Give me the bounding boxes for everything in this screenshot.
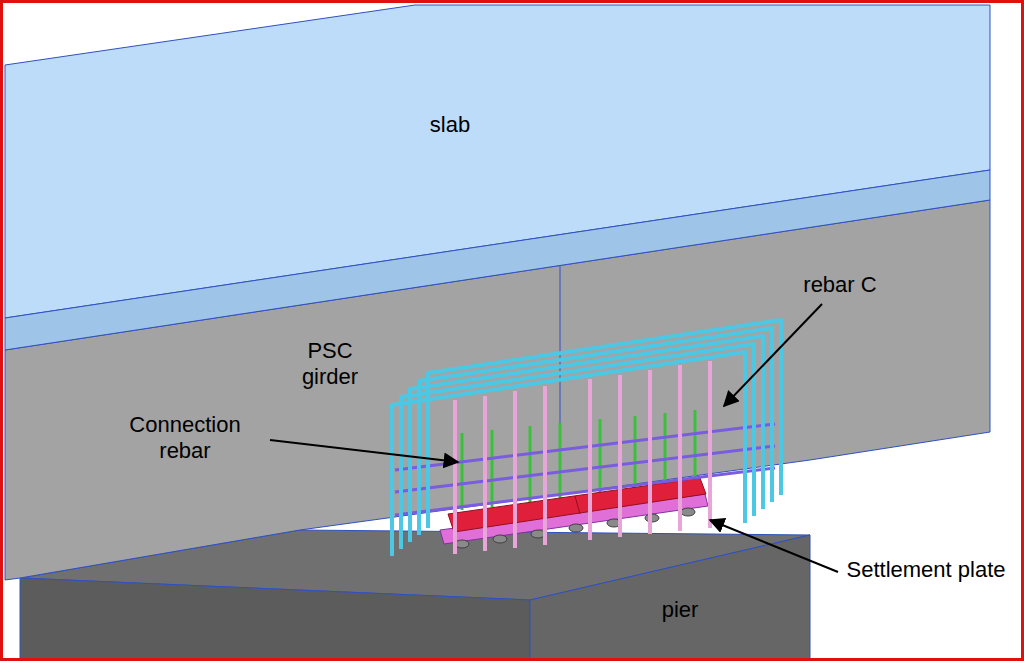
connection-rebar — [634, 416, 637, 495]
connection-rebar — [491, 430, 494, 507]
vertical-rebar — [453, 400, 457, 554]
rebar-c — [419, 328, 772, 535]
longitudinal-rebar — [395, 446, 775, 492]
bolt — [531, 530, 545, 538]
slab-edge — [5, 170, 990, 350]
vertical-rebar — [648, 370, 652, 534]
leader-line — [270, 440, 458, 462]
girder-joint — [560, 265, 561, 505]
connection-rebar — [559, 423, 562, 501]
rebar-c — [410, 336, 763, 542]
longitudinal-rebars — [395, 424, 775, 515]
vertical-rebar — [708, 361, 712, 528]
pier-front — [20, 578, 530, 661]
vertical-rebar — [618, 375, 622, 537]
part-name: slab — [400, 112, 500, 138]
part-name: pier — [630, 597, 730, 623]
rebar-c — [392, 352, 745, 556]
connection-rebar — [529, 426, 532, 504]
longitudinal-rebar — [395, 424, 775, 470]
vertical-rebar — [543, 386, 547, 545]
leader-line — [710, 520, 838, 572]
connection-rebar — [461, 433, 464, 510]
part-name: rebar C — [790, 272, 890, 298]
vertical-rebar — [588, 379, 592, 540]
plate-joint — [575, 496, 580, 514]
vertical-rebar — [513, 391, 517, 548]
vertical-rebar — [483, 396, 487, 551]
bolt — [681, 508, 695, 516]
leader-line — [724, 304, 822, 406]
bolt — [455, 540, 469, 548]
rebar-c-group — [392, 320, 781, 556]
vertical-rebars — [455, 361, 710, 554]
pier-side — [530, 535, 810, 661]
part-name: Connection rebar — [108, 412, 262, 464]
part-name: Settlement plate — [846, 557, 1006, 583]
vertical-rebar — [678, 365, 682, 531]
connection-rebar — [599, 419, 602, 498]
leader-lines — [270, 304, 838, 572]
part-name: PSC girder — [285, 338, 375, 390]
bolts — [455, 508, 695, 548]
longitudinal-rebar — [395, 468, 775, 515]
bolt — [569, 524, 583, 532]
bolt — [493, 535, 507, 543]
